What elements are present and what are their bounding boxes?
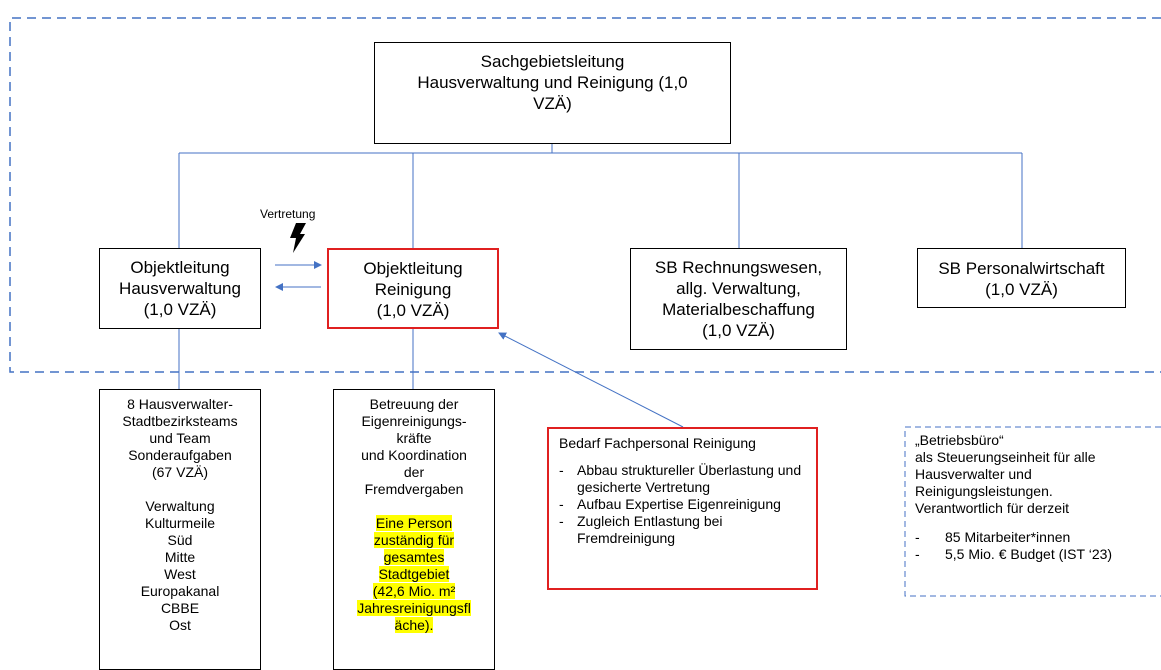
top-line3: VZÄ) [533,94,572,113]
ol-rein-line3: (1,0 VZÄ) [376,301,450,320]
highlight-line: Stadtgebiet [378,566,450,582]
district-item: Ost [169,617,191,633]
bedarf-title: Bedarf Fachpersonal Reinigung [559,435,756,451]
bedarf-fachpersonal-box: Bedarf Fachpersonal Reinigung Abbau stru… [547,427,818,590]
frame-dashed-border [9,17,1161,373]
hv-teams-line: 8 Hausverwalter- [127,396,233,412]
vertretung-label: Vertretung [260,207,316,221]
objektleitung-hausverwaltung-box: Objektleitung Hausverwaltung (1,0 VZÄ) [99,248,261,329]
highlight-line: äche). [394,617,434,633]
district-item: Süd [167,532,193,548]
hv-teams-line: und Team [149,430,211,446]
sb-rw-line1: SB Rechnungswesen, [654,258,823,277]
hv-teams-line: (67 VZÄ) [151,464,208,480]
district-item: Kulturmeile [144,515,216,531]
betriebsbuero-item: 5,5 Mio. € Budget (IST ‘23) [915,546,1161,563]
sb-rw-line2: allg. Verwaltung, [676,279,801,298]
bedarf-item: Aufbau Expertise Eigenreinigung [559,496,806,513]
betriebsbuero-line: Hausverwalter und [915,466,1032,482]
ol-hv-line2: Hausverwaltung [119,279,241,298]
district-item: Europakanal [140,583,220,599]
betriebsbuero-line: „Betriebsbüro“ [915,432,1004,448]
betreuung-line: Fremdvergaben [364,481,464,497]
betriebsbuero-line: Verantwortlich für derzeit [915,500,1070,516]
hausverwalter-teams-box: 8 Hausverwalter- Stadtbezirksteams und T… [99,389,261,670]
bedarf-list: Abbau struktureller Überlastung und gesi… [559,462,806,547]
betriebsbuero-line: Reinigungsleistungen. [915,483,1053,499]
highlight-line: Jahresreinigungsfl [357,600,471,616]
district-item: Verwaltung [145,498,215,514]
sachgebietsleitung-box: Sachgebietsleitung Hausverwaltung und Re… [374,42,731,144]
top-line1: Sachgebietsleitung [480,52,625,71]
org-connectors [178,144,1023,389]
sb-rechnungswesen-box: SB Rechnungswesen, allg. Verwaltung, Mat… [630,248,847,350]
district-item: CBBE [160,600,200,616]
highlight-line: gesamtes [383,549,445,565]
betreuung-line: der [403,464,425,480]
highlight-line: Eine Person [375,515,453,531]
bedarf-item: Abbau struktureller Überlastung und gesi… [559,462,806,496]
district-item: Mitte [164,549,196,565]
arrow-need [498,332,684,428]
betreuung-line: Betreuung der [369,396,459,412]
lightning-icon [290,223,306,253]
district-item: West [164,566,196,582]
sb-rw-line4: (1,0 VZÄ) [702,321,775,340]
sb-rw-line3: Materialbeschaffung [662,300,815,319]
sb-personalwirtschaft-box: SB Personalwirtschaft (1,0 VZÄ) [917,248,1126,308]
hv-teams-line: Stadtbezirksteams [122,413,238,429]
betriebsbuero-item: 85 Mitarbeiter*innen [915,529,1161,546]
bedarf-item: Zugleich Entlastung bei Fremdreinigung [559,513,806,547]
betriebsbuero-border [904,426,1161,597]
objektleitung-reinigung-box: Objektleitung Reinigung (1,0 VZÄ) [327,248,499,329]
ol-hv-line1: Objektleitung [130,258,230,277]
betreuung-line: und Koordination [361,447,467,463]
sb-pw-line2: (1,0 VZÄ) [985,280,1058,299]
betriebsbuero-line: als Steuerungseinheit für alle [915,449,1096,465]
highlight-line: zuständig für [373,532,455,548]
betreuung-line: Eigenreinigungs- [361,413,467,429]
highlight-line: (42,6 Mio. m² [372,583,456,599]
betreuung-line: kräfte [396,430,432,446]
betriebsbuero-box: „Betriebsbüro“ als Steuerungseinheit für… [915,432,1161,563]
sb-pw-line1: SB Personalwirtschaft [938,259,1105,278]
betreuung-box: Betreuung der Eigenreinigungs- kräfte un… [333,389,495,670]
top-line2: Hausverwaltung und Reinigung (1,0 [417,73,688,92]
betriebsbuero-list: 85 Mitarbeiter*innen 5,5 Mio. € Budget (… [915,529,1161,563]
ol-rein-line2: Reinigung [374,280,452,299]
ol-rein-line1: Objektleitung [363,259,463,278]
hv-teams-line: Sonderaufgaben [128,447,232,463]
ol-hv-line3: (1,0 VZÄ) [143,300,217,319]
